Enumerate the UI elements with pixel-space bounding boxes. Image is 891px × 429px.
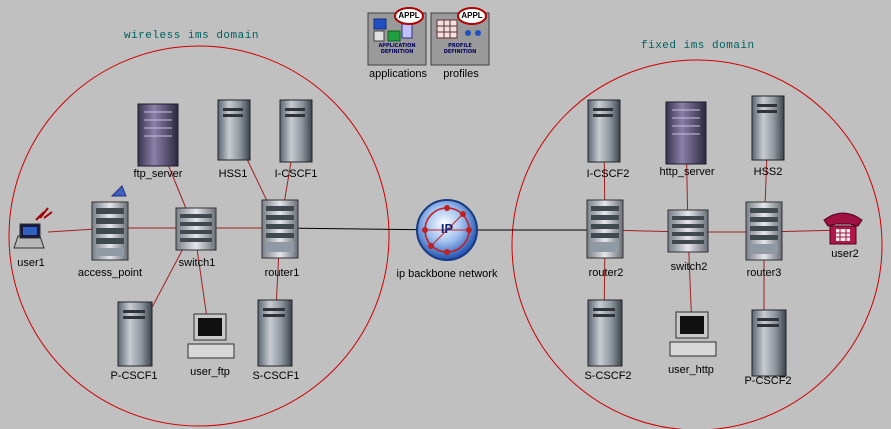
scscf1-label: S-CSCF1 (252, 370, 300, 382)
profiles-label: profiles (443, 68, 479, 80)
applications-label: applications (368, 68, 428, 80)
scscf1-icon[interactable] (257, 299, 293, 367)
http-server-label: http_server (659, 166, 715, 178)
applications-definition-text: APPLICATION DEFINITION (378, 43, 416, 55)
profiles-definition-text: PROFILE DEFINITION (443, 43, 477, 55)
ip-backbone-label: ip backbone network (396, 268, 498, 280)
user-ftp-label: user_ftp (190, 366, 230, 378)
appl-badges (394, 7, 487, 25)
router3-icon[interactable] (745, 201, 783, 261)
scscf2-icon[interactable] (587, 299, 623, 367)
hss2-label: HSS2 (753, 166, 783, 178)
hss1-label: HSS1 (218, 168, 248, 180)
router1-label: router1 (264, 267, 300, 279)
wireless-domain-circle (8, 45, 390, 427)
user-http-workstation-icon[interactable] (669, 311, 717, 357)
pcscf1-icon[interactable] (117, 301, 153, 367)
user-ftp-workstation-icon[interactable] (187, 313, 235, 359)
hss1-icon[interactable] (217, 99, 251, 161)
icscf1-label: I-CSCF1 (274, 168, 318, 180)
icscf1-icon[interactable] (279, 99, 313, 163)
user-http-label: user_http (668, 364, 714, 376)
fixed-links (603, 127, 844, 340)
switch1-label: switch1 (178, 257, 216, 269)
user1-laptop-icon[interactable] (13, 207, 53, 249)
pcscf1-label: P-CSCF1 (110, 370, 158, 382)
switch2-label: switch2 (670, 261, 708, 273)
router3-label: router3 (746, 267, 782, 279)
ftp-server-icon[interactable] (137, 103, 179, 167)
user2-telephone-icon[interactable] (823, 212, 863, 245)
icscf2-icon[interactable] (587, 99, 621, 163)
http-server-icon[interactable] (665, 101, 707, 165)
switch1-icon[interactable] (175, 207, 217, 251)
ftp-server-label: ftp_server (133, 168, 183, 180)
hss2-icon[interactable] (751, 95, 785, 161)
pcscf2-label: P-CSCF2 (744, 375, 792, 387)
scscf2-label: S-CSCF2 (584, 370, 632, 382)
icscf2-label: I-CSCF2 (586, 168, 630, 180)
ip-icon-text: IP (440, 221, 454, 236)
router1-icon[interactable] (261, 199, 299, 259)
router2-icon[interactable] (586, 199, 624, 259)
user2-label: user2 (831, 248, 859, 260)
switch2-icon[interactable] (667, 209, 709, 253)
ip-backbone-icon[interactable] (416, 199, 478, 261)
applications-badge: APPL (398, 11, 420, 20)
pcscf2-icon[interactable] (751, 309, 787, 377)
profiles-badge: APPL (461, 11, 483, 20)
fixed-domain-circle (511, 59, 883, 429)
fixed-domain-title: fixed ims domain (641, 40, 755, 52)
router2-label: router2 (588, 267, 624, 279)
user1-label: user1 (17, 257, 45, 269)
wireless-domain-title: wireless ims domain (124, 30, 259, 42)
access-point-label: access_point (77, 267, 143, 279)
access-point-icon[interactable] (91, 185, 129, 261)
